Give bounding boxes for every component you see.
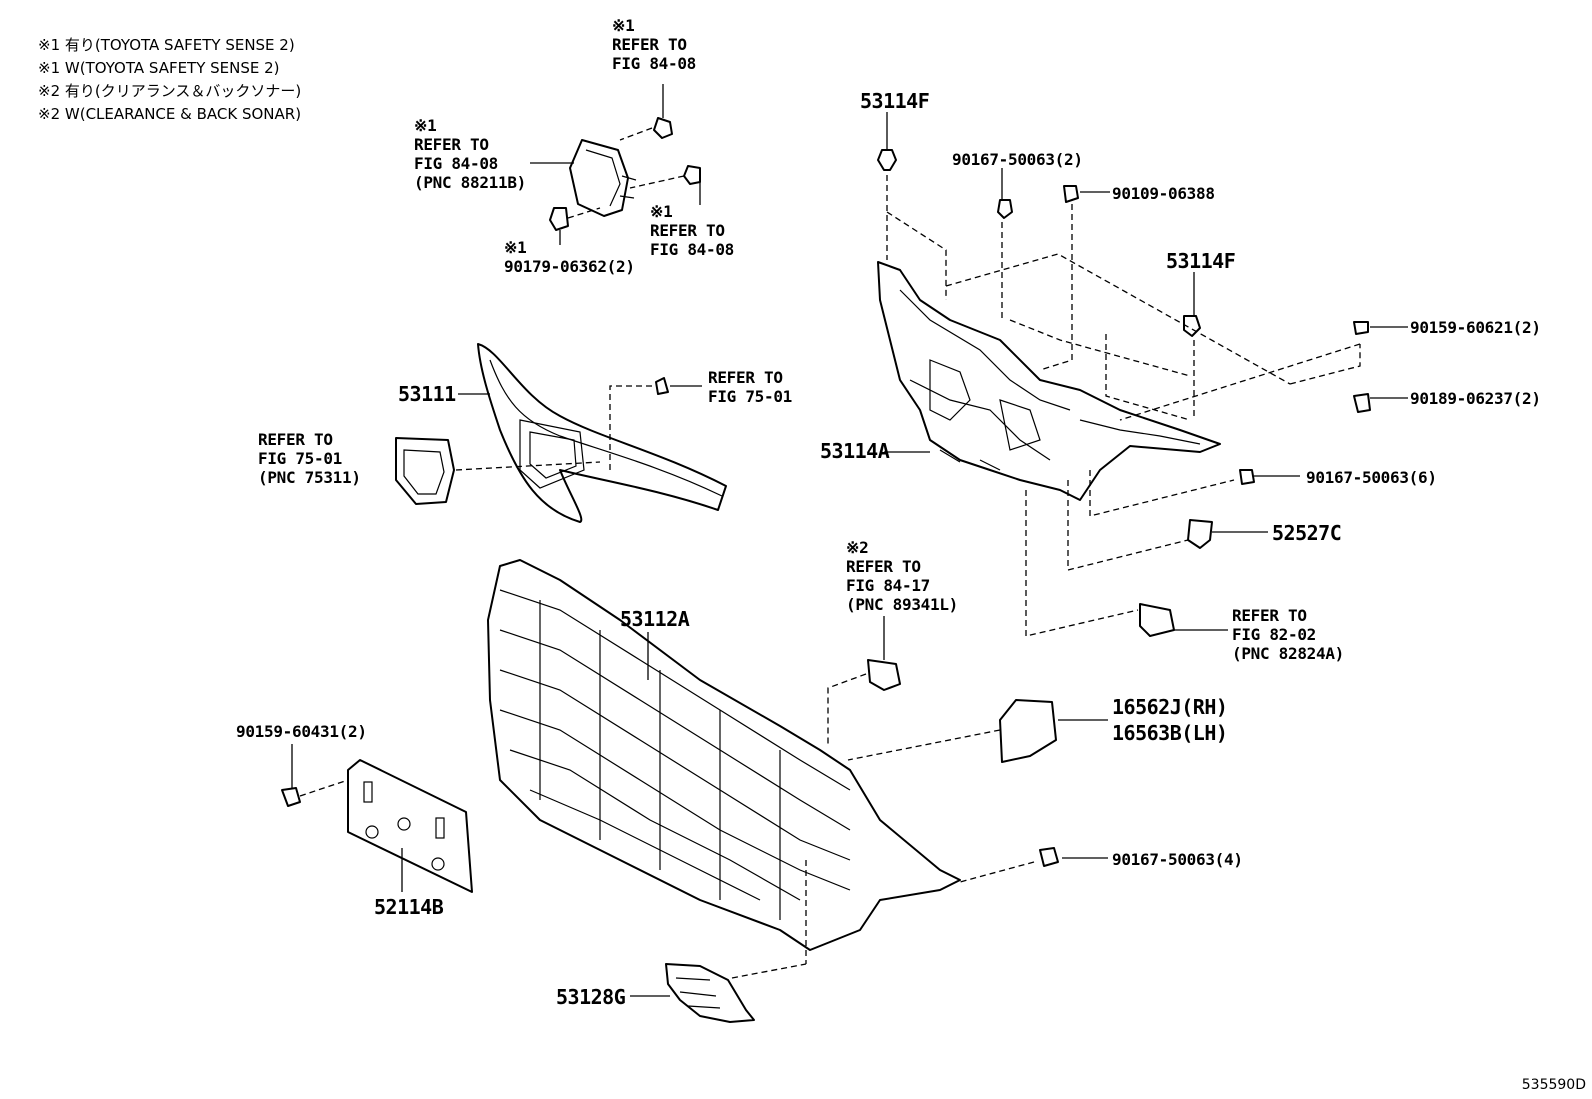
callout-part-52114b: 52114B	[374, 895, 444, 919]
legend-item: ※1 W(TOYOTA SAFETY SENSE 2)	[38, 59, 280, 77]
callout-ref-fig-84-08-right: ※1 REFER TO FIG 84-08	[650, 202, 734, 259]
callout-ref-fig-75-01-right: REFER TO FIG 75-01	[708, 368, 792, 406]
legend-item: ※1 有り(TOYOTA SAFETY SENSE 2)	[38, 36, 295, 54]
callout-part-53114a: 53114A	[820, 439, 890, 463]
callout-part-16563b: 16563B(LH)	[1112, 721, 1228, 745]
lower-cover-53128g	[630, 963, 807, 1023]
callout-part-90167-6: 90167-50063(6)	[1306, 468, 1437, 487]
callout-part-52527c: 52527C	[1272, 521, 1342, 545]
callout-part-90167-4: 90167-50063(4)	[1112, 850, 1243, 869]
license-bracket-52114b	[281, 744, 473, 893]
callout-part-90159-60431: 90159-60431(2)	[236, 722, 367, 741]
callout-ref-fig-84-08-pnc: ※1 REFER TO FIG 84-08 (PNC 88211B)	[414, 116, 526, 192]
callout-part-90189: 90189-06237(2)	[1410, 389, 1541, 408]
callout-part-53111: 53111	[398, 382, 456, 406]
callout-part-90159-60621: 90159-60621(2)	[1410, 318, 1541, 337]
callout-part-53112a: 53112A	[620, 607, 690, 631]
lower-grille-53112a	[487, 559, 1108, 964]
callout-part-90167-2: 90167-50063(2)	[952, 150, 1083, 169]
callout-ref-fig-82-02: REFER TO FIG 82-02 (PNC 82824A)	[1232, 606, 1344, 663]
callout-part-53114f-right: 53114F	[1166, 249, 1236, 273]
legend: ※1 有り(TOYOTA SAFETY SENSE 2) ※1 W(TOYOTA…	[38, 34, 301, 126]
fasteners-right	[877, 112, 1408, 763]
callout-part-53114f-top: 53114F	[860, 89, 930, 113]
upper-grille-53111	[395, 343, 727, 523]
callout-part-53128g: 53128G	[556, 985, 626, 1009]
callout-part-16562j: 16562J(RH)	[1112, 695, 1228, 719]
diagram-code: 535590D	[1521, 1077, 1586, 1093]
callout-ref-fig-84-08-top: ※1 REFER TO FIG 84-08	[612, 16, 696, 73]
radar-sensor-assembly	[530, 84, 701, 245]
callout-part-90179: ※1 90179-06362(2)	[504, 238, 635, 276]
legend-item: ※2 有り(クリアランス＆バックソナー)	[38, 82, 302, 100]
callout-part-90109: 90109-06388	[1112, 184, 1215, 203]
callout-ref-fig-84-17: ※2 REFER TO FIG 84-17 (PNC 89341L)	[846, 538, 958, 614]
callout-ref-fig-75-01-pnc: REFER TO FIG 75-01 (PNC 75311)	[258, 430, 361, 487]
legend-item: ※2 W(CLEARANCE & BACK SONAR)	[38, 105, 302, 123]
retainer-53114a	[877, 261, 1221, 501]
